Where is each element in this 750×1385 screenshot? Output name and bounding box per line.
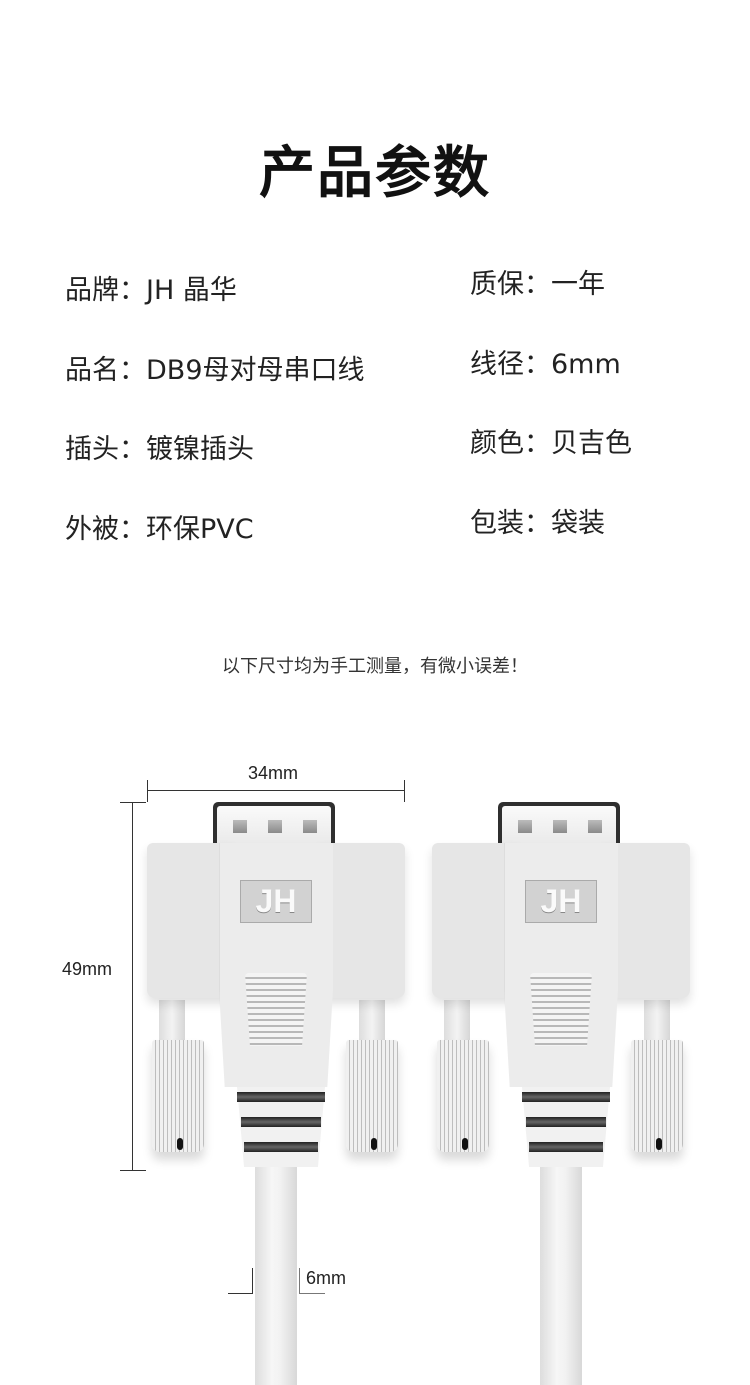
connector-illustration-left: JH (147, 0, 405, 1385)
cable-dimension-line (228, 1293, 253, 1294)
spec-value: 镀镍插头 (146, 434, 254, 465)
cable-body (255, 1165, 297, 1385)
height-dimension-tick (120, 802, 146, 803)
spec-label: 插头： (65, 434, 146, 465)
spec-label: 颜色： (470, 428, 551, 459)
spec-plug: 插头：镀镍插头 (65, 427, 254, 466)
cable-dimension-tick (252, 1268, 253, 1293)
grip-grille (245, 973, 307, 1046)
spec-value: JH 晶华 (146, 275, 237, 306)
strain-relief-band (241, 1117, 321, 1127)
connector-illustration-right: JH (432, 0, 690, 1385)
strain-relief-band (529, 1142, 603, 1152)
screw-stem (644, 1000, 670, 1045)
pin-hole (553, 820, 567, 833)
screw-slot (371, 1138, 377, 1150)
grip-grille (530, 973, 592, 1046)
cable-dimension-tick (299, 1268, 300, 1293)
spec-value: 袋装 (551, 508, 605, 539)
screw-stem (444, 1000, 470, 1045)
screw-slot (656, 1138, 662, 1150)
spec-diameter: 线径：6mm (470, 342, 621, 381)
thumb-screw (152, 1040, 204, 1152)
cable-dimension-line (299, 1293, 325, 1294)
spec-color: 颜色：贝吉色 (470, 421, 632, 460)
width-dimension-tick (147, 780, 148, 802)
cable-body (540, 1165, 582, 1385)
spec-label: 质保： (470, 269, 551, 300)
screw-stem (359, 1000, 385, 1045)
width-dimension-line (147, 790, 405, 791)
measurement-note: 以下尺寸均为手工测量，有微小误差！ (222, 656, 528, 677)
spec-value: DB9母对母串口线 (146, 355, 365, 386)
height-dimension-tick (120, 1170, 146, 1171)
spec-value: 环保PVC (146, 514, 254, 545)
pin-hole (588, 820, 602, 833)
spec-brand: 品牌：JH 晶华 (65, 268, 237, 307)
spec-packaging: 包装：袋装 (470, 501, 605, 540)
spec-label: 外被： (65, 514, 146, 545)
spec-warranty: 质保：一年 (470, 262, 605, 301)
pin-hole (518, 820, 532, 833)
strain-relief-band (526, 1117, 606, 1127)
strain-relief-band (244, 1142, 318, 1152)
spec-jacket: 外被：环保PVC (65, 507, 254, 546)
spec-value: 贝吉色 (551, 428, 632, 459)
spec-label: 品牌： (65, 275, 146, 306)
height-dimension-line (132, 802, 133, 1170)
page-title: 产品参数 (259, 141, 491, 206)
cable-dimension-label: 6mm (306, 1268, 346, 1288)
logo-badge: JH (525, 880, 597, 923)
thumb-screw (437, 1040, 489, 1152)
pin-hole (268, 820, 282, 833)
strain-relief-band (522, 1092, 610, 1102)
screw-stem (159, 1000, 185, 1045)
screw-slot (177, 1138, 183, 1150)
width-dimension-label: 34mm (248, 763, 299, 783)
spec-value: 6mm (551, 349, 621, 380)
strain-relief-band (237, 1092, 325, 1102)
spec-label: 线径： (470, 349, 551, 380)
spec-label: 包装： (470, 508, 551, 539)
width-dimension-tick (404, 780, 405, 802)
pin-hole (303, 820, 317, 833)
spec-label: 品名： (65, 355, 146, 386)
logo-badge: JH (240, 880, 312, 923)
spec-product-name: 品名：DB9母对母串口线 (65, 348, 365, 387)
pin-hole (233, 820, 247, 833)
thumb-screw (346, 1040, 398, 1152)
thumb-screw (631, 1040, 683, 1152)
spec-value: 一年 (551, 269, 605, 300)
screw-slot (462, 1138, 468, 1150)
height-dimension-label: 49mm (62, 959, 113, 979)
